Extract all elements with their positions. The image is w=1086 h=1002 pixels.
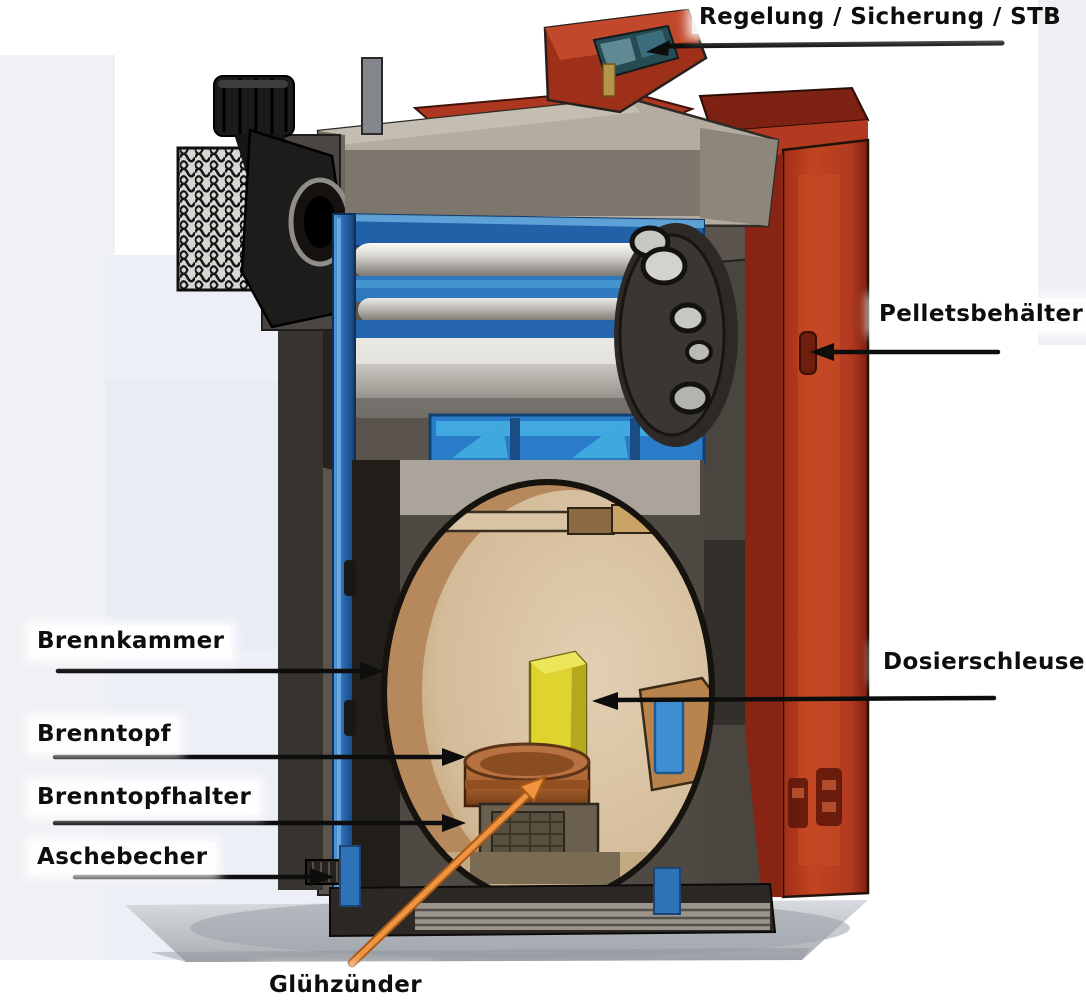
pellets-arrowhead (810, 343, 834, 361)
embossed-logo (788, 768, 842, 828)
exchanger-tube-lower (358, 298, 658, 322)
blue-fitting (653, 698, 685, 775)
sensor-pipe (361, 57, 383, 135)
label-brenntopf: Brenntopf (30, 719, 179, 751)
label-aschebecher: Aschebecher (30, 842, 215, 874)
dosierschleuse-leader-line (613, 695, 997, 703)
regelung-leader-line (667, 40, 1005, 49)
dosierschleuse-arrowhead (592, 692, 618, 710)
base (305, 845, 777, 938)
aschebecher-arrowhead (310, 868, 334, 886)
igniter-arrowhead (518, 775, 547, 803)
label-pelletsbehaelter: Pelletsbehälter (872, 299, 1086, 331)
tube-plate (614, 223, 738, 447)
label-brenntopfhalter: Brenntopfhalter (30, 782, 259, 814)
igniter-arrow (347, 775, 547, 968)
control-panel (543, 8, 708, 114)
combustion-chamber-section (344, 460, 715, 905)
label-dosierschleuse: Dosierschleuse (876, 647, 1086, 679)
brenntopf-arrowhead (442, 748, 466, 766)
exchanger-tube-upper (352, 243, 682, 279)
burner-pot-holder (478, 802, 600, 862)
callout-leaders (52, 40, 1005, 886)
brenntopfhalter-arrowhead (442, 814, 466, 832)
label-gluehzuender: Glühzünder (262, 970, 430, 1002)
brennkammer-arrowhead (360, 662, 384, 680)
label-regelung: Regelung / Sicherung / STB (692, 2, 1061, 34)
label-brennkammer: Brennkammer (30, 626, 232, 658)
regelung-arrowhead (646, 40, 670, 56)
